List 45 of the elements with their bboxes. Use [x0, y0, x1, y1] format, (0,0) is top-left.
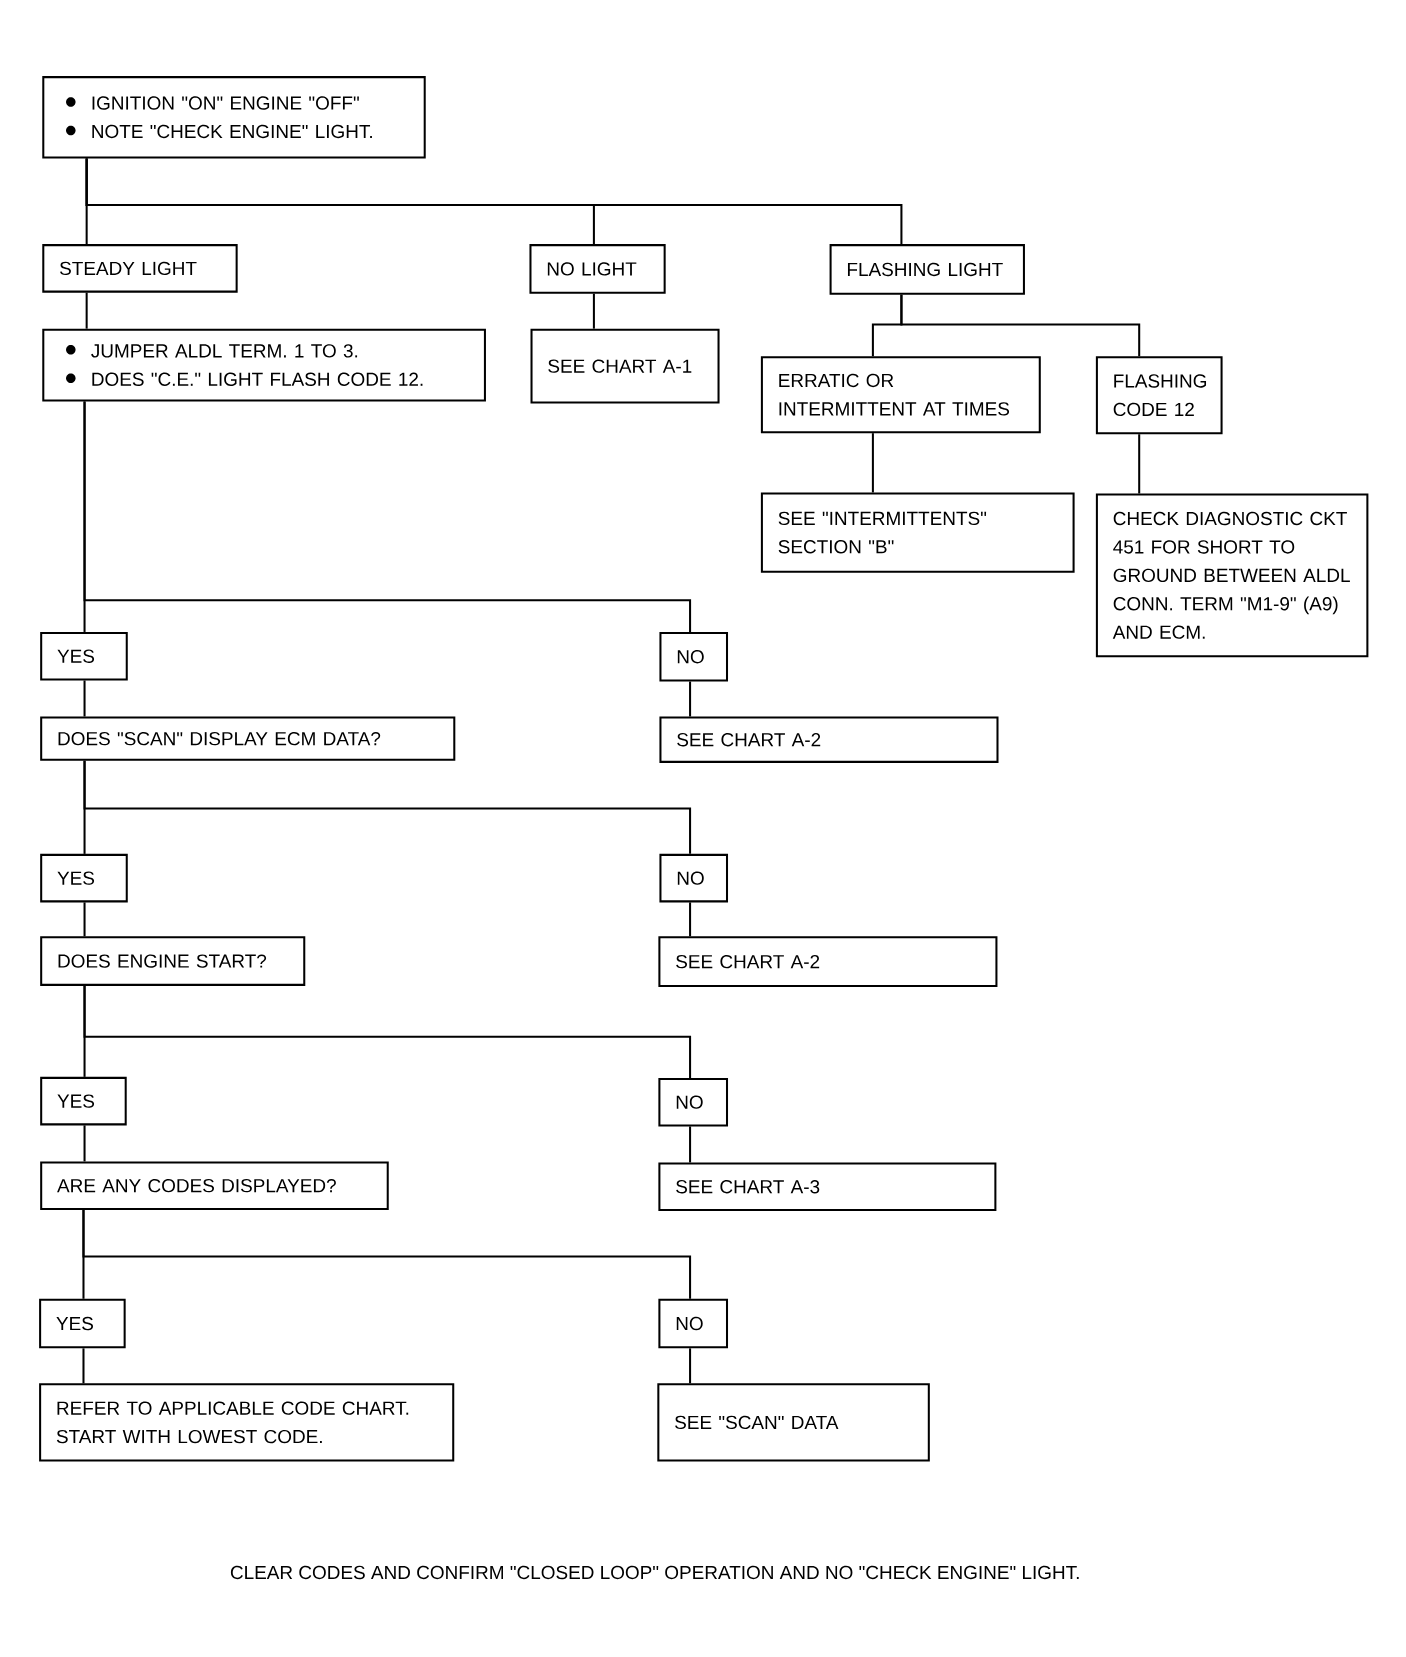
- answer-box: YES: [39, 1298, 126, 1349]
- connector-line: [83, 1125, 86, 1162]
- connector-line: [900, 294, 1141, 357]
- answer-box: NO: [659, 631, 729, 682]
- connector-line: [85, 158, 903, 245]
- step-box: FLASHING LIGHT: [829, 244, 1026, 295]
- step-box: SEE CHART A-3: [658, 1162, 997, 1211]
- connector-line: [83, 401, 692, 632]
- step-box: ERRATIC OR INTERMITTENT AT TIMES: [761, 356, 1042, 434]
- step-box: SEE CHART A-2: [659, 716, 999, 763]
- bullet-list-box: IGNITION "ON" ENGINE "OFF" NOTE "CHECK ENGINE" LIGHT.: [42, 76, 426, 159]
- connector-line: [1138, 434, 1141, 494]
- step-box: DOES "SCAN" DISPLAY ECM DATA?: [40, 716, 456, 761]
- connector-line: [689, 1126, 692, 1163]
- connector-line: [689, 902, 692, 937]
- bullet-list-box: JUMPER ALDL TERM. 1 TO 3. DOES "C.E." LIGHT FLASH CODE 12.: [42, 328, 487, 402]
- step-box: CHECK DIAGNOSTIC CKT 451 FOR SHORT TO GROUND BETWEEN ALDL CONN. TERM "M1-9" (A9) AND ECM.: [1096, 493, 1369, 658]
- step-box: DOES ENGINE START?: [40, 936, 306, 986]
- answer-box: YES: [40, 631, 129, 681]
- connector-line: [85, 292, 88, 329]
- connector-line: [872, 433, 875, 493]
- answer-box: NO: [659, 853, 729, 903]
- step-box: STEADY LIGHT: [42, 244, 238, 293]
- connector-line: [83, 680, 86, 717]
- step-box: ARE ANY CODES DISPLAYED?: [40, 1161, 389, 1210]
- step-box: REFER TO APPLICABLE CODE CHART. START WITH LOWEST CODE.: [39, 1383, 455, 1462]
- step-box: SEE CHART A-2: [658, 936, 998, 987]
- connector-line: [593, 293, 596, 329]
- step-box: SEE "INTERMITTENTS" SECTION "B": [761, 492, 1075, 573]
- connector-line: [82, 1209, 692, 1299]
- connector-line: [83, 902, 86, 937]
- step-box: FLASHING CODE 12: [1096, 356, 1223, 435]
- connector-line: [83, 760, 692, 854]
- answer-box: YES: [40, 1076, 127, 1126]
- note-text: CLEAR CODES AND CONFIRM "CLOSED LOOP" OPERATION AND NO "CHECK ENGINE" LIGHT.: [231, 1565, 1079, 1580]
- answer-box: NO: [658, 1298, 729, 1349]
- step-box: NO LIGHT: [529, 244, 666, 294]
- step-box: SEE CHART A-1: [530, 328, 720, 404]
- connector-line: [689, 1348, 692, 1384]
- answer-box: YES: [40, 853, 129, 903]
- connector-line: [82, 1348, 85, 1384]
- step-box: SEE "SCAN" DATA: [657, 1383, 931, 1462]
- connector-line: [83, 985, 692, 1078]
- answer-box: NO: [658, 1077, 729, 1127]
- connector-line: [689, 681, 692, 717]
